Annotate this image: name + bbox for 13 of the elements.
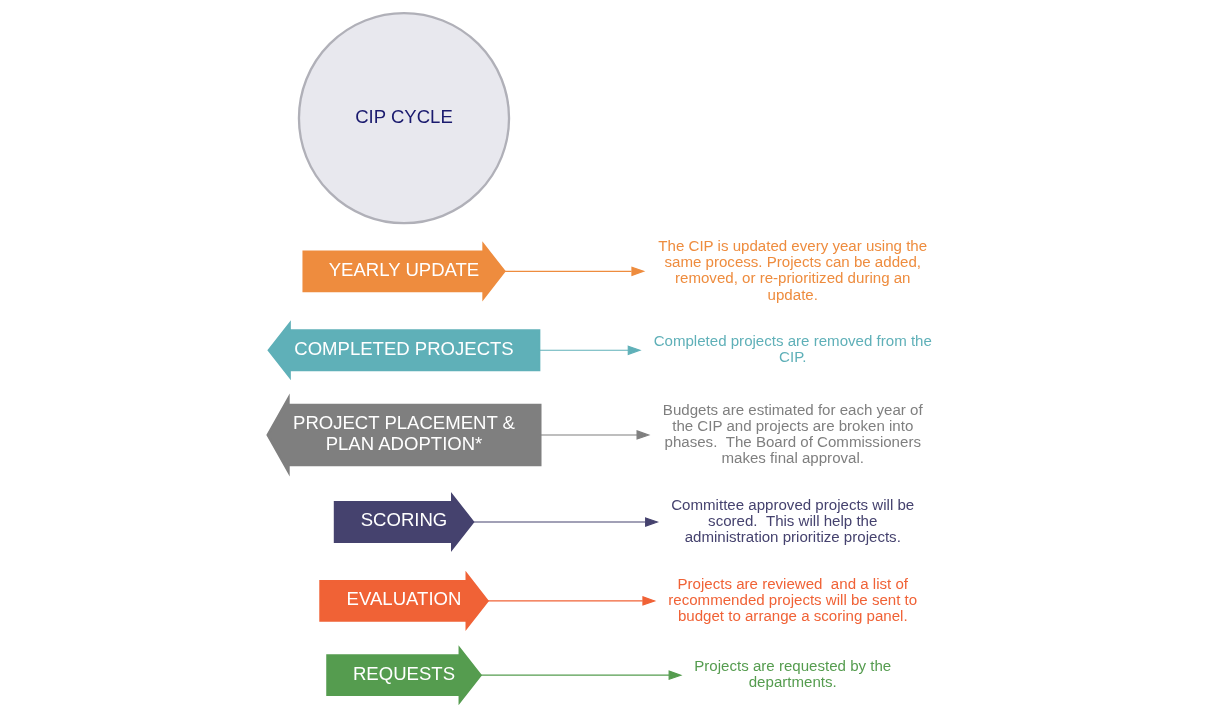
arrow (480, 670, 683, 681)
node-text: Budgets are estimated for each year of the CIP and projects are broken into phases. The Board of Commissioners makes final approval. (662, 400, 923, 467)
node-text: Projects are reviewed and a list of recommended projects will be sent to budget to arrange a scoring panel. (668, 574, 918, 625)
node-text: Committee approved projects will be scored. This will help the administration prioritize projects. (671, 495, 915, 546)
arrow (504, 266, 646, 277)
arrow (472, 517, 659, 527)
node-circle: CIP CYCLE (297, 11, 511, 225)
node-text: Projects are requested by the departments. (694, 657, 892, 691)
node-text: The CIP is updated every year using the same process. Projects can be added, removed, or re-prioritized during an update. (658, 236, 928, 303)
node-text: Completed projects are removed from the CIP. (653, 332, 932, 366)
arrow (487, 596, 657, 606)
arrow (538, 345, 642, 356)
arrow (540, 430, 651, 440)
